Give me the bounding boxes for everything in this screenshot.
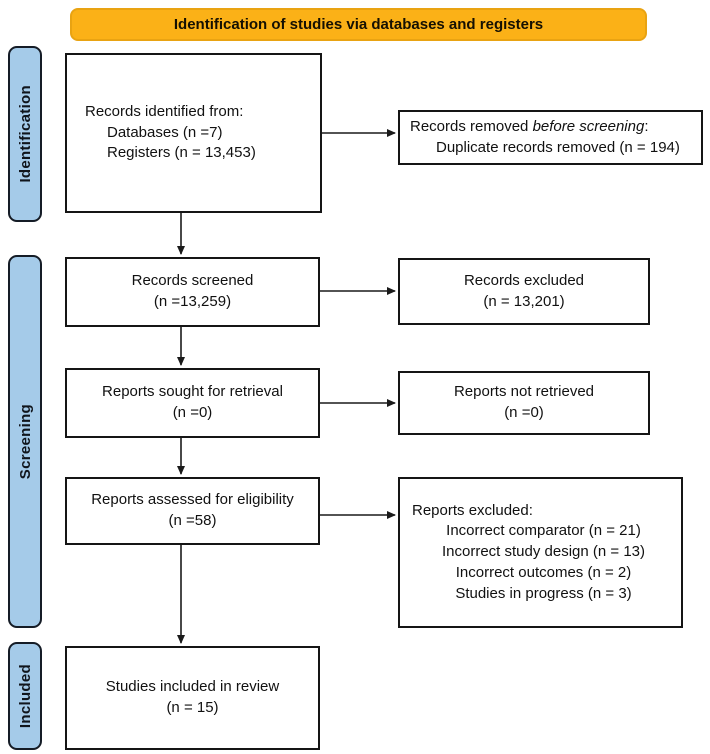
italic-phrase: before screening bbox=[532, 117, 645, 135]
box-records-excluded: Records excluded (n = 13,201) bbox=[398, 258, 650, 325]
stage-label-screening: Screening bbox=[8, 255, 42, 628]
stage-label-text: Identification bbox=[16, 85, 34, 183]
diagram-title-banner: Identification of studies via databases … bbox=[70, 8, 647, 41]
box-line: Reports sought for retrieval bbox=[102, 383, 283, 401]
box-line: Studies included in review bbox=[105, 678, 280, 696]
box-line: Reports excluded: bbox=[412, 501, 533, 519]
box-line: Duplicate records removed (n = 194) bbox=[436, 138, 680, 156]
box-line: (n =58) bbox=[168, 512, 217, 529]
diagram-title: Identification of studies via databases … bbox=[173, 16, 544, 33]
box-line: (n = 15) bbox=[166, 699, 219, 716]
box-records-identified: Records identified from: Databases (n =7… bbox=[65, 53, 322, 213]
box-reports-sought: Reports sought for retrieval (n =0) bbox=[65, 368, 320, 438]
exclusion-reason: Studies in progress (n = 3) bbox=[455, 584, 632, 602]
box-line: Reports not retrieved bbox=[453, 383, 595, 401]
stage-label-text: Screening bbox=[16, 403, 34, 480]
box-line: (n = 13,201) bbox=[483, 292, 565, 310]
box-line: Records excluded bbox=[463, 271, 585, 289]
stage-label-identification: Identification bbox=[8, 46, 42, 222]
box-records-screened: Records screened (n =13,259) bbox=[65, 257, 320, 327]
box-reports-excluded: Reports excluded: Incorrect comparator (… bbox=[398, 477, 683, 628]
exclusion-reason: Incorrect outcomes (n = 2) bbox=[455, 563, 632, 581]
box-reports-not-retrieved: Reports not retrieved (n =0) bbox=[398, 371, 650, 435]
stage-label-text: Included bbox=[16, 663, 34, 729]
box-line: (n =0) bbox=[172, 404, 213, 421]
box-reports-assessed: Reports assessed for eligibility (n =58) bbox=[65, 477, 320, 545]
box-line: Reports assessed for eligibility bbox=[91, 491, 294, 509]
box-line: (n =13,259) bbox=[153, 293, 232, 310]
box-line: Databases (n =7) bbox=[107, 123, 223, 141]
box-line: Records screened bbox=[131, 272, 254, 290]
stage-label-included: Included bbox=[8, 642, 42, 750]
box-records-removed-before-screening: Records removed before screening: Duplic… bbox=[398, 110, 703, 165]
box-line: Records identified from: bbox=[85, 102, 244, 120]
box-line: Records removed before screening: bbox=[410, 117, 649, 135]
exclusion-reason: Incorrect comparator (n = 21) bbox=[446, 522, 641, 540]
exclusion-reason: Incorrect study design (n = 13) bbox=[441, 543, 646, 561]
box-line: (n =0) bbox=[504, 404, 544, 421]
box-line: Registers (n = 13,453) bbox=[107, 144, 256, 162]
box-studies-included: Studies included in review (n = 15) bbox=[65, 646, 320, 750]
